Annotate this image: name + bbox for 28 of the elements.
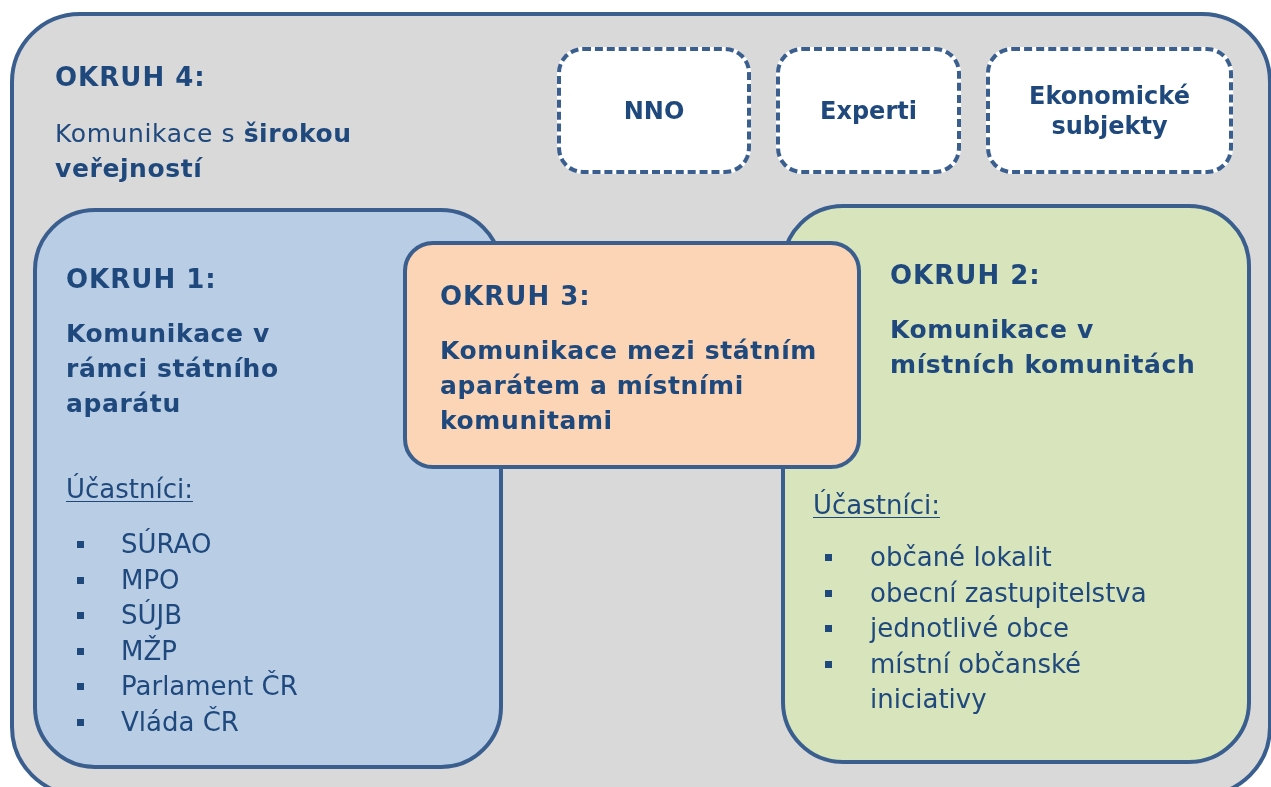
heading: OKRUH 1: [66, 264, 217, 294]
list-item: občané lokalit [870, 541, 1052, 574]
list-item: MŽP [121, 634, 177, 668]
list-item: MPO [121, 563, 180, 597]
subheading: Komunikace mezi státním aparátem a místními komunitami [440, 335, 818, 437]
box-label: Experti [820, 95, 917, 126]
subheading: Komunikace v rámci státního aparátu [66, 318, 280, 420]
dashed-box [986, 47, 1233, 174]
outer-panel [10, 12, 1271, 787]
dashed-box [776, 47, 961, 174]
heading: OKRUH 2: [890, 260, 1041, 290]
list-item: SÚJB [121, 598, 183, 632]
list-item: SÚRAO [121, 527, 212, 561]
subheading: Komunikace s širokou veřejností [55, 118, 353, 185]
heading: OKRUH 3: [440, 281, 591, 311]
list-item: místní občanské iniciativy [870, 647, 1083, 716]
subheading: Komunikace v místních komunitách [890, 314, 1197, 381]
participants-label: Účastníci: [813, 490, 940, 520]
participants-label: Účastníci: [66, 474, 193, 504]
dashed-box [557, 47, 751, 174]
list-item: Parlament ČR [121, 669, 298, 703]
list-item: obecní zastupitelstva [870, 576, 1147, 610]
box-label: NNO [623, 95, 685, 126]
overlap-box [403, 241, 861, 469]
list-item: jednotlivé obce [870, 612, 1070, 645]
heading: OKRUH 4: [55, 62, 207, 92]
list-item: Vláda ČR [121, 705, 239, 739]
box-label: Ekonomické subjekty [1028, 80, 1191, 141]
